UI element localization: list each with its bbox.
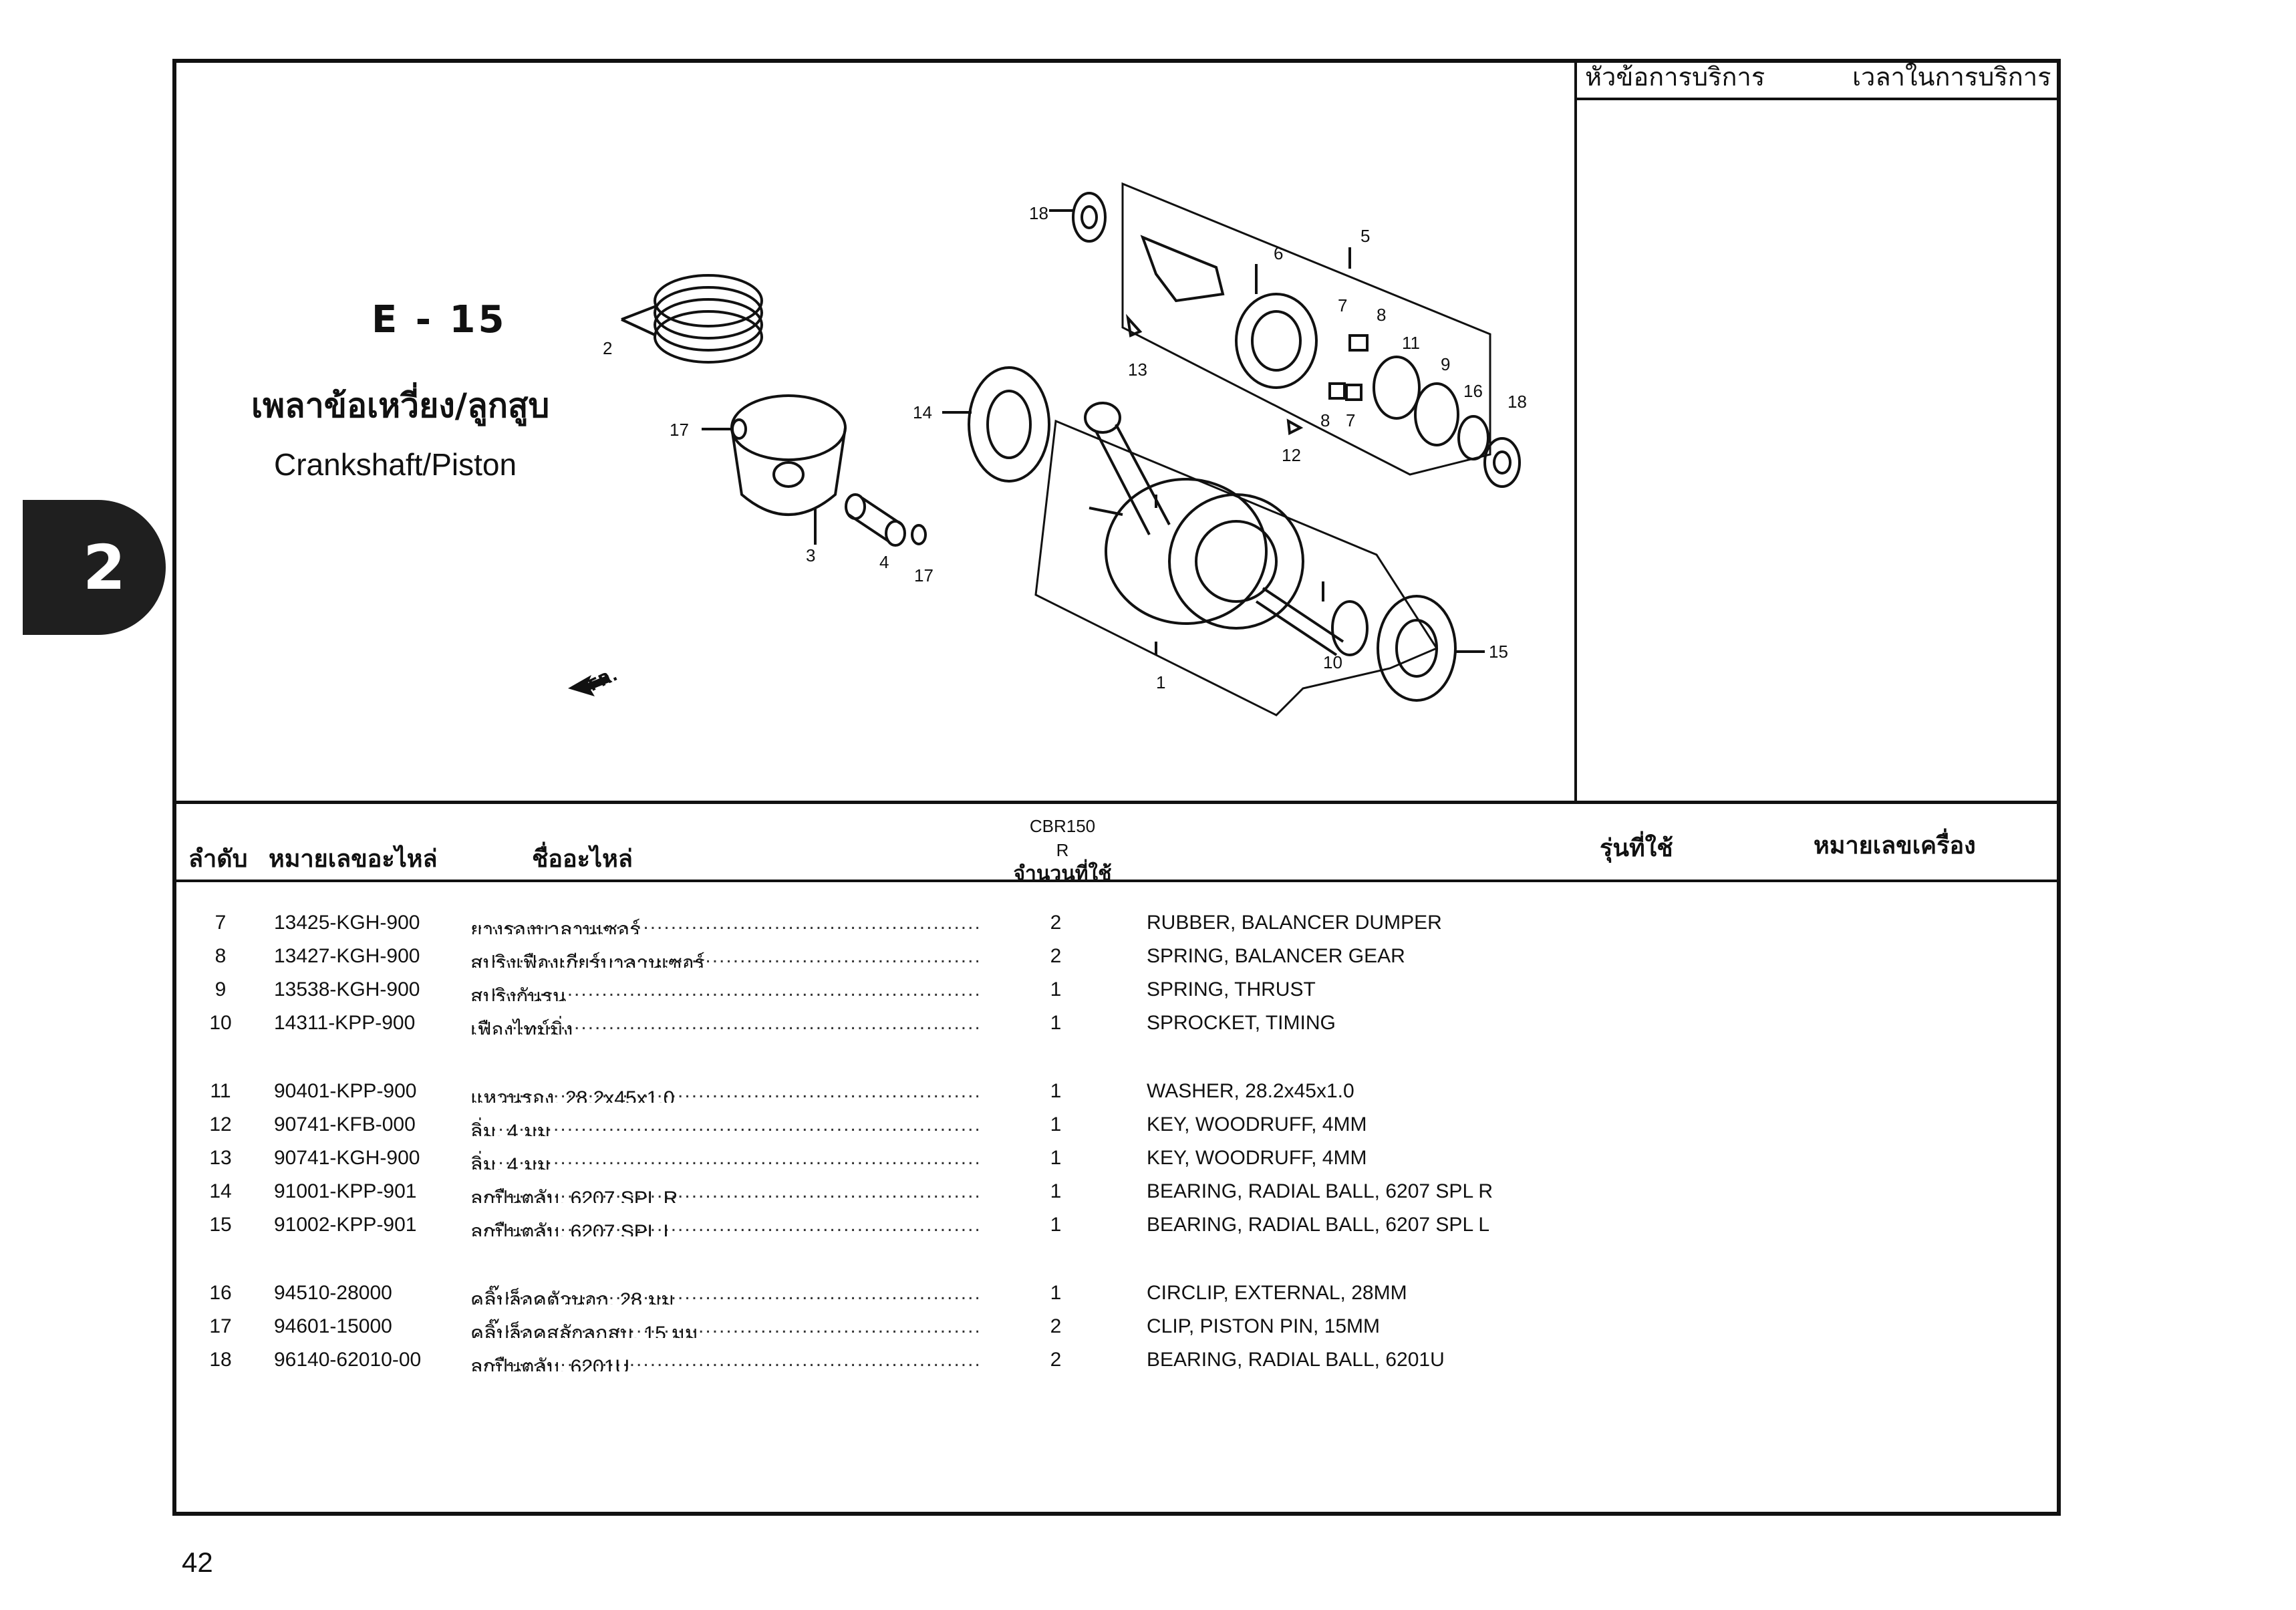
table-header-divider [176,880,2057,882]
svg-text:7: 7 [1346,410,1355,430]
service-time-header: เวลาในการบริการ [1852,62,2051,92]
svg-text:6: 6 [1274,243,1283,263]
header-no: ลำดับ [188,845,248,873]
page-number: 42 [182,1547,213,1578]
chapter-number: 2 [82,531,126,603]
table-row[interactable]: 17 94601-15000 คลิ๊ปล็อคสลักลูกสูบ, 15 ม… [209,1315,1380,1338]
piston-pin-illustration [845,493,906,547]
header-part-number: หมายเลขอะไหล่ [269,845,438,873]
section-title-thai: เพลาข้อเหวี่ยง/ลูกสูบ [251,386,550,425]
section-code: E - 15 [372,298,507,342]
svg-text:12: 12 [1282,445,1301,465]
svg-text:18: 18 [1508,392,1527,412]
svg-text:18: 18 [1029,203,1048,223]
dot-leader: ........................................… [470,945,978,967]
dot-leader: ........................................… [470,1113,978,1135]
svg-text:15: 15 [1489,642,1508,662]
table-row[interactable]: 12 90741-KFB-000 ลิ่ม, 4 มม.............… [209,1113,1367,1136]
svg-text:17: 17 [670,420,689,440]
svg-text:9: 9 [1441,354,1450,374]
svg-text:13: 13 [1128,360,1147,380]
table-row[interactable]: 7 13425-KGH-900 ยางรองบาลานเซอร์........… [214,912,1442,934]
header-models-used: รุ่นที่ใช้ [1600,835,1673,862]
piston-illustration [730,394,847,545]
svg-text:10: 10 [1323,652,1342,672]
header-qty: จำนวนที่ใช้ [1013,862,1112,886]
svg-text:2: 2 [603,338,612,358]
table-row[interactable]: 8 13427-KGH-900 สปริงเฟืองเกียร์บาลานเซอ… [214,945,1405,968]
svg-text:16: 16 [1463,381,1483,401]
svg-text:8: 8 [1320,410,1330,430]
dot-leader: ........................................… [470,1012,978,1034]
chapter-tab[interactable]: 2 [23,500,166,635]
crankshaft-illustration [1084,402,1485,702]
table-row[interactable]: 11 90401-KPP-900 แหวนรอง, 28.2x45x1.0...… [210,1080,1354,1103]
section-title-english: Crankshaft/Piston [274,447,517,482]
svg-text:11: 11 [1402,333,1420,353]
piston-rings-illustration [621,274,763,364]
header-model-line2: R [1056,840,1069,860]
front-direction-arrow [568,675,611,696]
exploded-parts-diagram: 2 3 4 17 17 14 5 6 7 7 8 8 11 9 16 18 18… [568,182,1527,716]
catalog-frame [172,59,2061,1516]
service-topic-header: หัวข้อการบริการ [1585,62,1765,92]
service-header-divider [1576,98,2057,100]
dot-leader: ........................................… [470,1180,978,1202]
diagram-table-divider [176,801,2057,804]
svg-text:8: 8 [1377,305,1386,325]
bearing-14-illustration [942,366,1050,483]
header-model-qty: CBR150 R จำนวนที่ใช้ [989,814,1136,886]
table-row[interactable]: 18 96140-62010-00 ลูกปืนตลับ, 6201U.....… [209,1349,1445,1371]
dot-leader: ........................................… [470,912,978,934]
dot-leader: ........................................… [470,1282,978,1304]
table-row[interactable]: 13 90741-KGH-900 ลิ่ม, 4 มม.............… [209,1147,1367,1170]
dot-leader: ........................................… [470,1214,978,1236]
table-row[interactable]: 9 13538-KGH-900 สปริงกันรุน.............… [214,978,1316,1001]
diagram-divider [1574,63,1577,802]
svg-text:5: 5 [1360,226,1370,246]
header-engine-number: หมายเลขเครื่อง [1814,832,1976,859]
table-row[interactable]: 15 91002-KPP-901 ลูกปืนตลับ, 6207 SPL L.… [209,1214,1490,1236]
dot-leader: ........................................… [470,1080,978,1102]
dot-leader: ........................................… [470,1315,978,1337]
table-row[interactable]: 16 94510-28000 คลิ๊ปล็อคตัวนอก, 28 มม...… [209,1282,1407,1305]
svg-text:14: 14 [913,402,932,422]
dot-leader: ........................................… [470,1349,978,1371]
table-row[interactable]: 14 91001-KPP-901 ลูกปืนตลับ, 6207 SPL R.… [209,1180,1493,1203]
svg-text:7: 7 [1338,295,1347,315]
dot-leader: ........................................… [470,1147,978,1169]
svg-text:17: 17 [914,565,934,585]
header-model-line1: CBR150 [1029,816,1096,836]
svg-text:1: 1 [1156,672,1165,692]
header-part-name: ชื่ออะไหล่ [532,845,633,873]
svg-text:4: 4 [879,552,889,572]
table-row[interactable]: 10 14311-KPP-900 เฟืองไทม์มิ่ง..........… [209,1012,1336,1035]
dot-leader: ........................................… [470,978,978,1000]
svg-text:3: 3 [806,545,815,565]
